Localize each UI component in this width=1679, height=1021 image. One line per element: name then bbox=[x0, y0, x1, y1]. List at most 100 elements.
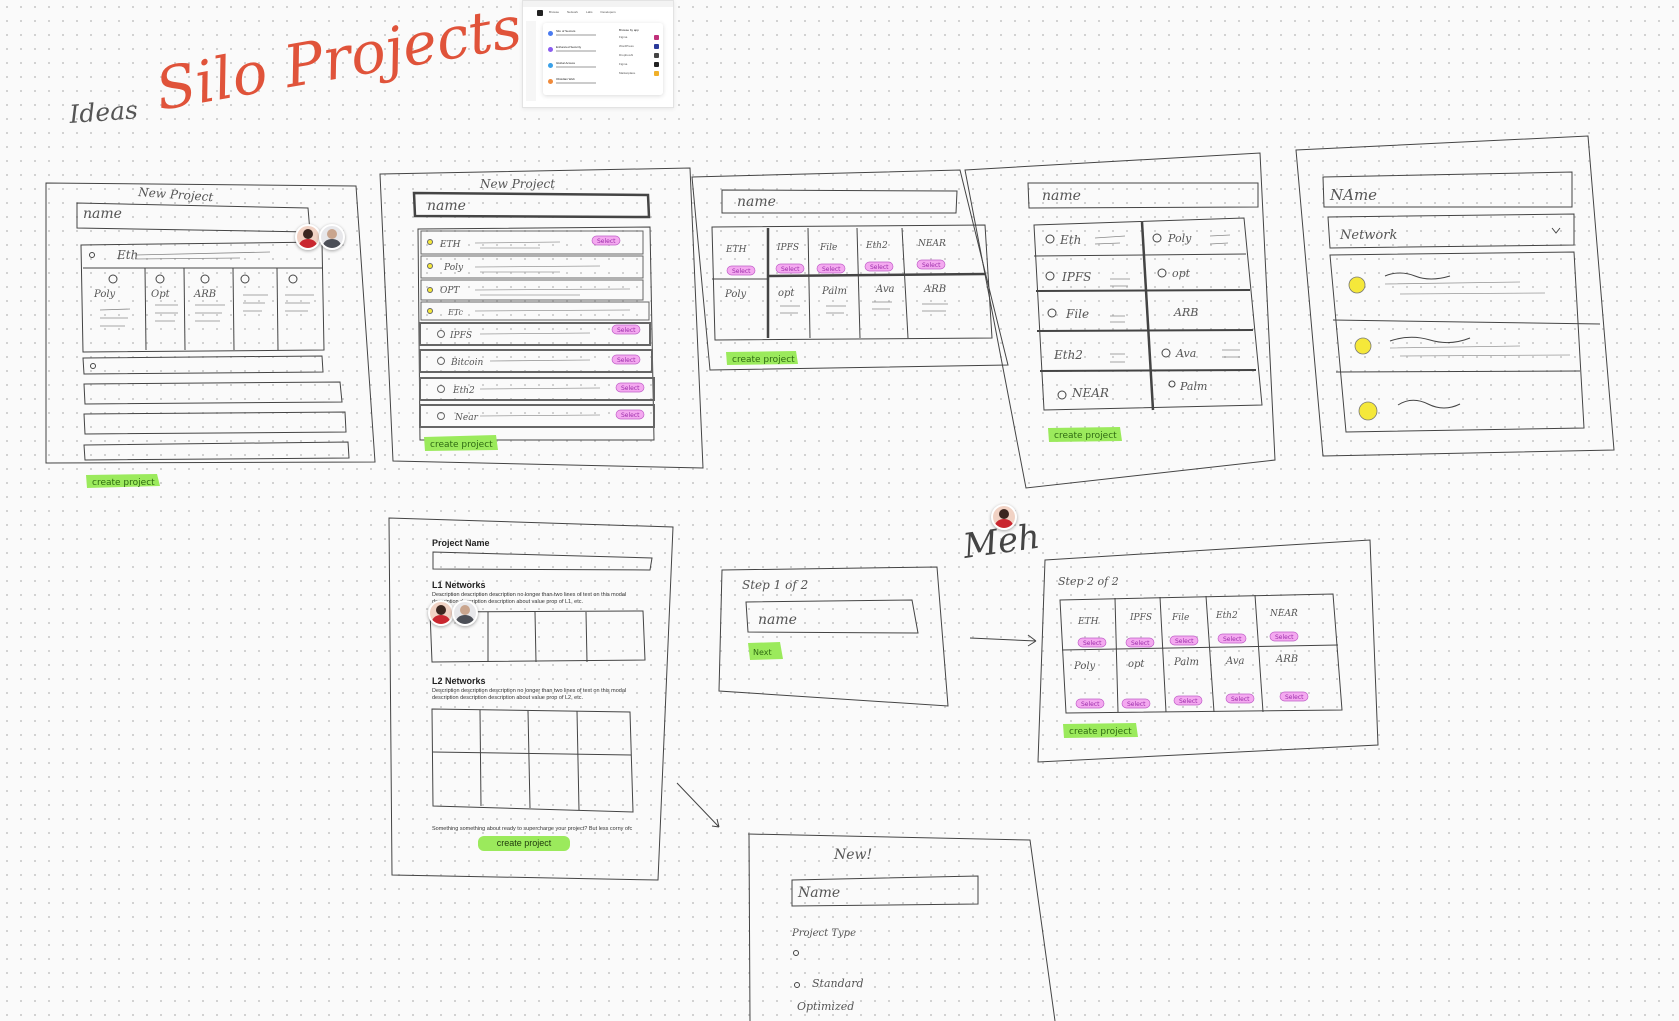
sketch-3-create-button[interactable]: create project bbox=[726, 351, 798, 365]
ref-menu-item: Enhanced Security bbox=[548, 45, 603, 57]
sketch-2-row[interactable]: IPFS Select bbox=[419, 322, 651, 346]
step-2-create-button[interactable]: create project bbox=[1063, 723, 1138, 738]
sketch-3-name-field[interactable]: name bbox=[737, 194, 776, 210]
step-2-cell[interactable]: Eth2 bbox=[1215, 611, 1238, 621]
step-2-cell[interactable]: Poly bbox=[1073, 661, 1096, 672]
step-2-cell[interactable]: ETH bbox=[1077, 617, 1099, 627]
sketch-4-item[interactable]: IPFS bbox=[1061, 270, 1091, 284]
sketch-1-title: New Project bbox=[137, 185, 214, 204]
sketch-4-scribbles bbox=[1094, 234, 1240, 363]
sketch-4-item[interactable]: Eth bbox=[1059, 233, 1081, 247]
sketch-2-row[interactable]: Eth2 Select bbox=[419, 377, 655, 401]
sketch-4-item[interactable]: NEAR bbox=[1071, 386, 1109, 400]
sketch-4-frame bbox=[964, 152, 1276, 489]
sketch-1-col-arb[interactable]: ARB bbox=[193, 289, 216, 300]
sketch-3-cell[interactable]: Eth2 bbox=[865, 241, 888, 251]
step-2-cell[interactable]: NEAR bbox=[1269, 609, 1298, 619]
step-2-cell[interactable]: Palm bbox=[1173, 657, 1199, 668]
svg-text:Select: Select bbox=[781, 266, 800, 273]
sketch-3-cell[interactable]: ETH bbox=[725, 245, 747, 255]
ref-tabs: Browse Network Labs Developers bbox=[549, 10, 616, 14]
sketch-3-cell[interactable]: IPFS bbox=[776, 243, 799, 253]
sketch-4-item[interactable]: opt bbox=[1172, 267, 1191, 280]
sketch-2-name-field[interactable]: name bbox=[427, 198, 466, 214]
sketch-3-row-2: Poly opt Palm Ava ARB bbox=[724, 284, 946, 300]
sketch-2-create-button[interactable]: create project bbox=[424, 435, 498, 451]
sketch-2-row[interactable]: Bitcoin Select bbox=[419, 349, 653, 373]
sketch-4-item[interactable]: Ava bbox=[1175, 347, 1196, 360]
sketch-3-cell[interactable]: NEAR bbox=[917, 239, 946, 249]
new-sketch-options: Standard Optimized bbox=[793, 950, 864, 1013]
step-1-frame bbox=[718, 566, 949, 707]
sketch-1-create-button[interactable]: create project bbox=[86, 474, 160, 488]
radio-option[interactable] bbox=[794, 982, 800, 988]
sketch-3-frame bbox=[691, 169, 1009, 371]
sketch-3-selects: Select Select Select Select Select bbox=[726, 259, 946, 276]
collaborator-avatar[interactable] bbox=[452, 600, 478, 626]
sketch-3-cell[interactable]: Poly bbox=[724, 289, 747, 300]
sketch-1-eth-row[interactable]: Eth bbox=[116, 248, 138, 262]
svg-text:Bitcoin: Bitcoin bbox=[450, 358, 483, 368]
step-2-cell[interactable]: IPFS bbox=[1129, 613, 1152, 623]
sketch-2-row[interactable]: ETc bbox=[420, 301, 650, 321]
sketch-3-cell[interactable]: File bbox=[819, 243, 837, 253]
sketch-1-col-poly[interactable]: Poly bbox=[93, 289, 116, 300]
step-2-cell[interactable]: ARB bbox=[1275, 654, 1298, 665]
sketch-5-frame bbox=[1295, 135, 1615, 457]
collaborator-avatar[interactable] bbox=[295, 224, 321, 250]
svg-text:Select: Select bbox=[1223, 636, 1242, 643]
svg-text:create project: create project bbox=[1054, 431, 1117, 441]
new-sketch-frame bbox=[747, 833, 1056, 1021]
step-1-next-button[interactable]: Next bbox=[748, 642, 783, 660]
sketch-2-row[interactable]: OPT bbox=[420, 279, 644, 301]
sketch-3-cell[interactable]: Ava bbox=[875, 284, 894, 295]
svg-text:ETc: ETc bbox=[447, 308, 464, 317]
step-1-title: Step 1 of 2 bbox=[742, 578, 808, 592]
sketch-3-cell[interactable]: opt bbox=[778, 288, 795, 299]
typed-l2-title: L2 Networks bbox=[432, 676, 486, 686]
typed-create-project-button[interactable]: create project bbox=[478, 836, 570, 851]
network-option-icon[interactable] bbox=[1358, 401, 1378, 421]
ref-dropdown-card: Silo of Secrets Enhanced Security Global… bbox=[543, 23, 663, 95]
sketch-4-item[interactable]: Poly bbox=[1167, 232, 1192, 245]
new-sketch-name-field[interactable]: Name bbox=[797, 885, 840, 901]
sketch-1-col-opt[interactable]: Opt bbox=[151, 289, 171, 300]
sketch-4-item[interactable]: Eth2 bbox=[1053, 348, 1083, 362]
radio-option[interactable] bbox=[793, 950, 799, 956]
sketch-2-row[interactable]: Near Select bbox=[419, 404, 655, 428]
svg-text:Select: Select bbox=[1175, 638, 1194, 645]
sketch-1-name-field[interactable]: name bbox=[83, 206, 122, 222]
sketch-2-row[interactable]: ETH Select bbox=[420, 230, 644, 255]
svg-text:create project: create project bbox=[1069, 727, 1132, 737]
sketch-4-name-field[interactable]: name bbox=[1042, 188, 1081, 204]
reference-screenshot[interactable]: Browse Network Labs Developers Silo of S… bbox=[522, 0, 674, 108]
collaborator-avatar[interactable] bbox=[319, 224, 345, 250]
ref-tab: Browse bbox=[549, 10, 560, 14]
typed-l2-description: Description description description no l… bbox=[432, 688, 627, 701]
sketch-4-item[interactable]: File bbox=[1065, 307, 1089, 321]
typed-l1-title: L1 Networks bbox=[432, 580, 486, 590]
sketch-5-name-field[interactable]: NAme bbox=[1329, 186, 1377, 204]
collaborator-avatar[interactable] bbox=[428, 600, 454, 626]
svg-text:Select: Select bbox=[732, 268, 751, 275]
sketch-2-row[interactable]: Poly bbox=[420, 255, 644, 279]
step-2-cell[interactable]: File bbox=[1171, 613, 1189, 623]
svg-text:Select: Select bbox=[870, 264, 889, 271]
sketch-3-cell[interactable]: Palm bbox=[821, 286, 847, 297]
sketch-3-cell[interactable]: ARB bbox=[923, 284, 946, 295]
network-option-icon[interactable] bbox=[1348, 276, 1366, 294]
step-2-cell[interactable]: opt bbox=[1128, 659, 1145, 670]
sketch-4-item[interactable]: Palm bbox=[1179, 380, 1207, 393]
sketch-3-row-1: ETH IPFS File Eth2 NEAR bbox=[725, 239, 946, 255]
ref-window-bar bbox=[523, 1, 673, 7]
svg-text:Poly: Poly bbox=[443, 263, 464, 273]
collaborator-avatar[interactable] bbox=[991, 504, 1017, 530]
sketch-4-create-button[interactable]: create project bbox=[1048, 427, 1122, 442]
sketch-4-left-col: Eth IPFS File Eth2 NEAR bbox=[1053, 233, 1109, 400]
svg-text:Near: Near bbox=[454, 413, 479, 423]
network-option-icon[interactable] bbox=[1354, 337, 1372, 355]
step-1-name-field[interactable]: name bbox=[758, 612, 797, 628]
sketch-4-item[interactable]: ARB bbox=[1173, 306, 1198, 319]
sketch-5-network-dropdown[interactable]: Network bbox=[1339, 228, 1397, 243]
step-2-cell[interactable]: Ava bbox=[1225, 656, 1244, 667]
